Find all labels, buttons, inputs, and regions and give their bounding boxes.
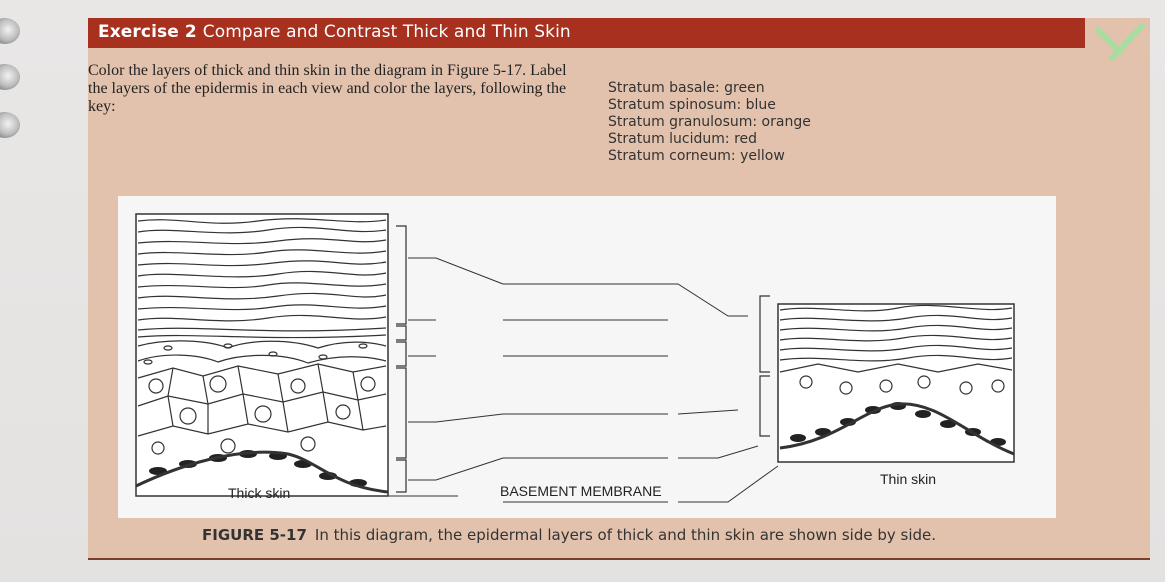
instructions-text: Color the layers of thick and thin skin … [88,62,567,115]
skin-diagram: Thick skin Thin skin BASEMENT MEMBRANE [135,213,1015,503]
thin-skin-diagram [759,295,1015,463]
key-item-spinosum: Stratum spinosum: blue [608,97,776,113]
binder-ring [0,18,20,44]
basement-membrane-label: BASEMENT MEMBRANE [500,483,662,499]
exercise-number: Exercise 2 [98,22,197,42]
key-item-lucidum: Stratum lucidum: red [608,131,758,147]
figure-box: Thick skin Thin skin BASEMENT MEMBRANE [118,196,1056,518]
thin-skin-outline [777,303,1015,463]
binder-ring [0,112,20,138]
color-key: Stratum basale: green Stratum spinosum: … [608,80,811,165]
thick-basement-line [135,450,389,494]
thin-skin-label: Thin skin [880,471,936,487]
thick-skin-label: Thick skin [228,485,290,501]
key-item-corneum: Stratum corneum: yellow [608,148,785,164]
key-item-granulosum: Stratum granulosum: orange [608,114,811,130]
label-lines [378,257,779,503]
check-mark-icon [1095,23,1145,61]
figure-number: FIGURE 5-17 [202,526,307,544]
figure-caption: FIGURE 5-17 In this diagram, the epiderma… [202,526,936,544]
thin-basement-line [779,402,1015,456]
figure-caption-text: In this diagram, the epidermal layers of… [314,526,937,544]
key-item-basale: Stratum basale: green [608,80,765,96]
thick-skin-diagram [135,213,407,497]
binder-ring [0,64,20,90]
exercise-title-text: Compare and Contrast Thick and Thin Skin [202,22,571,42]
